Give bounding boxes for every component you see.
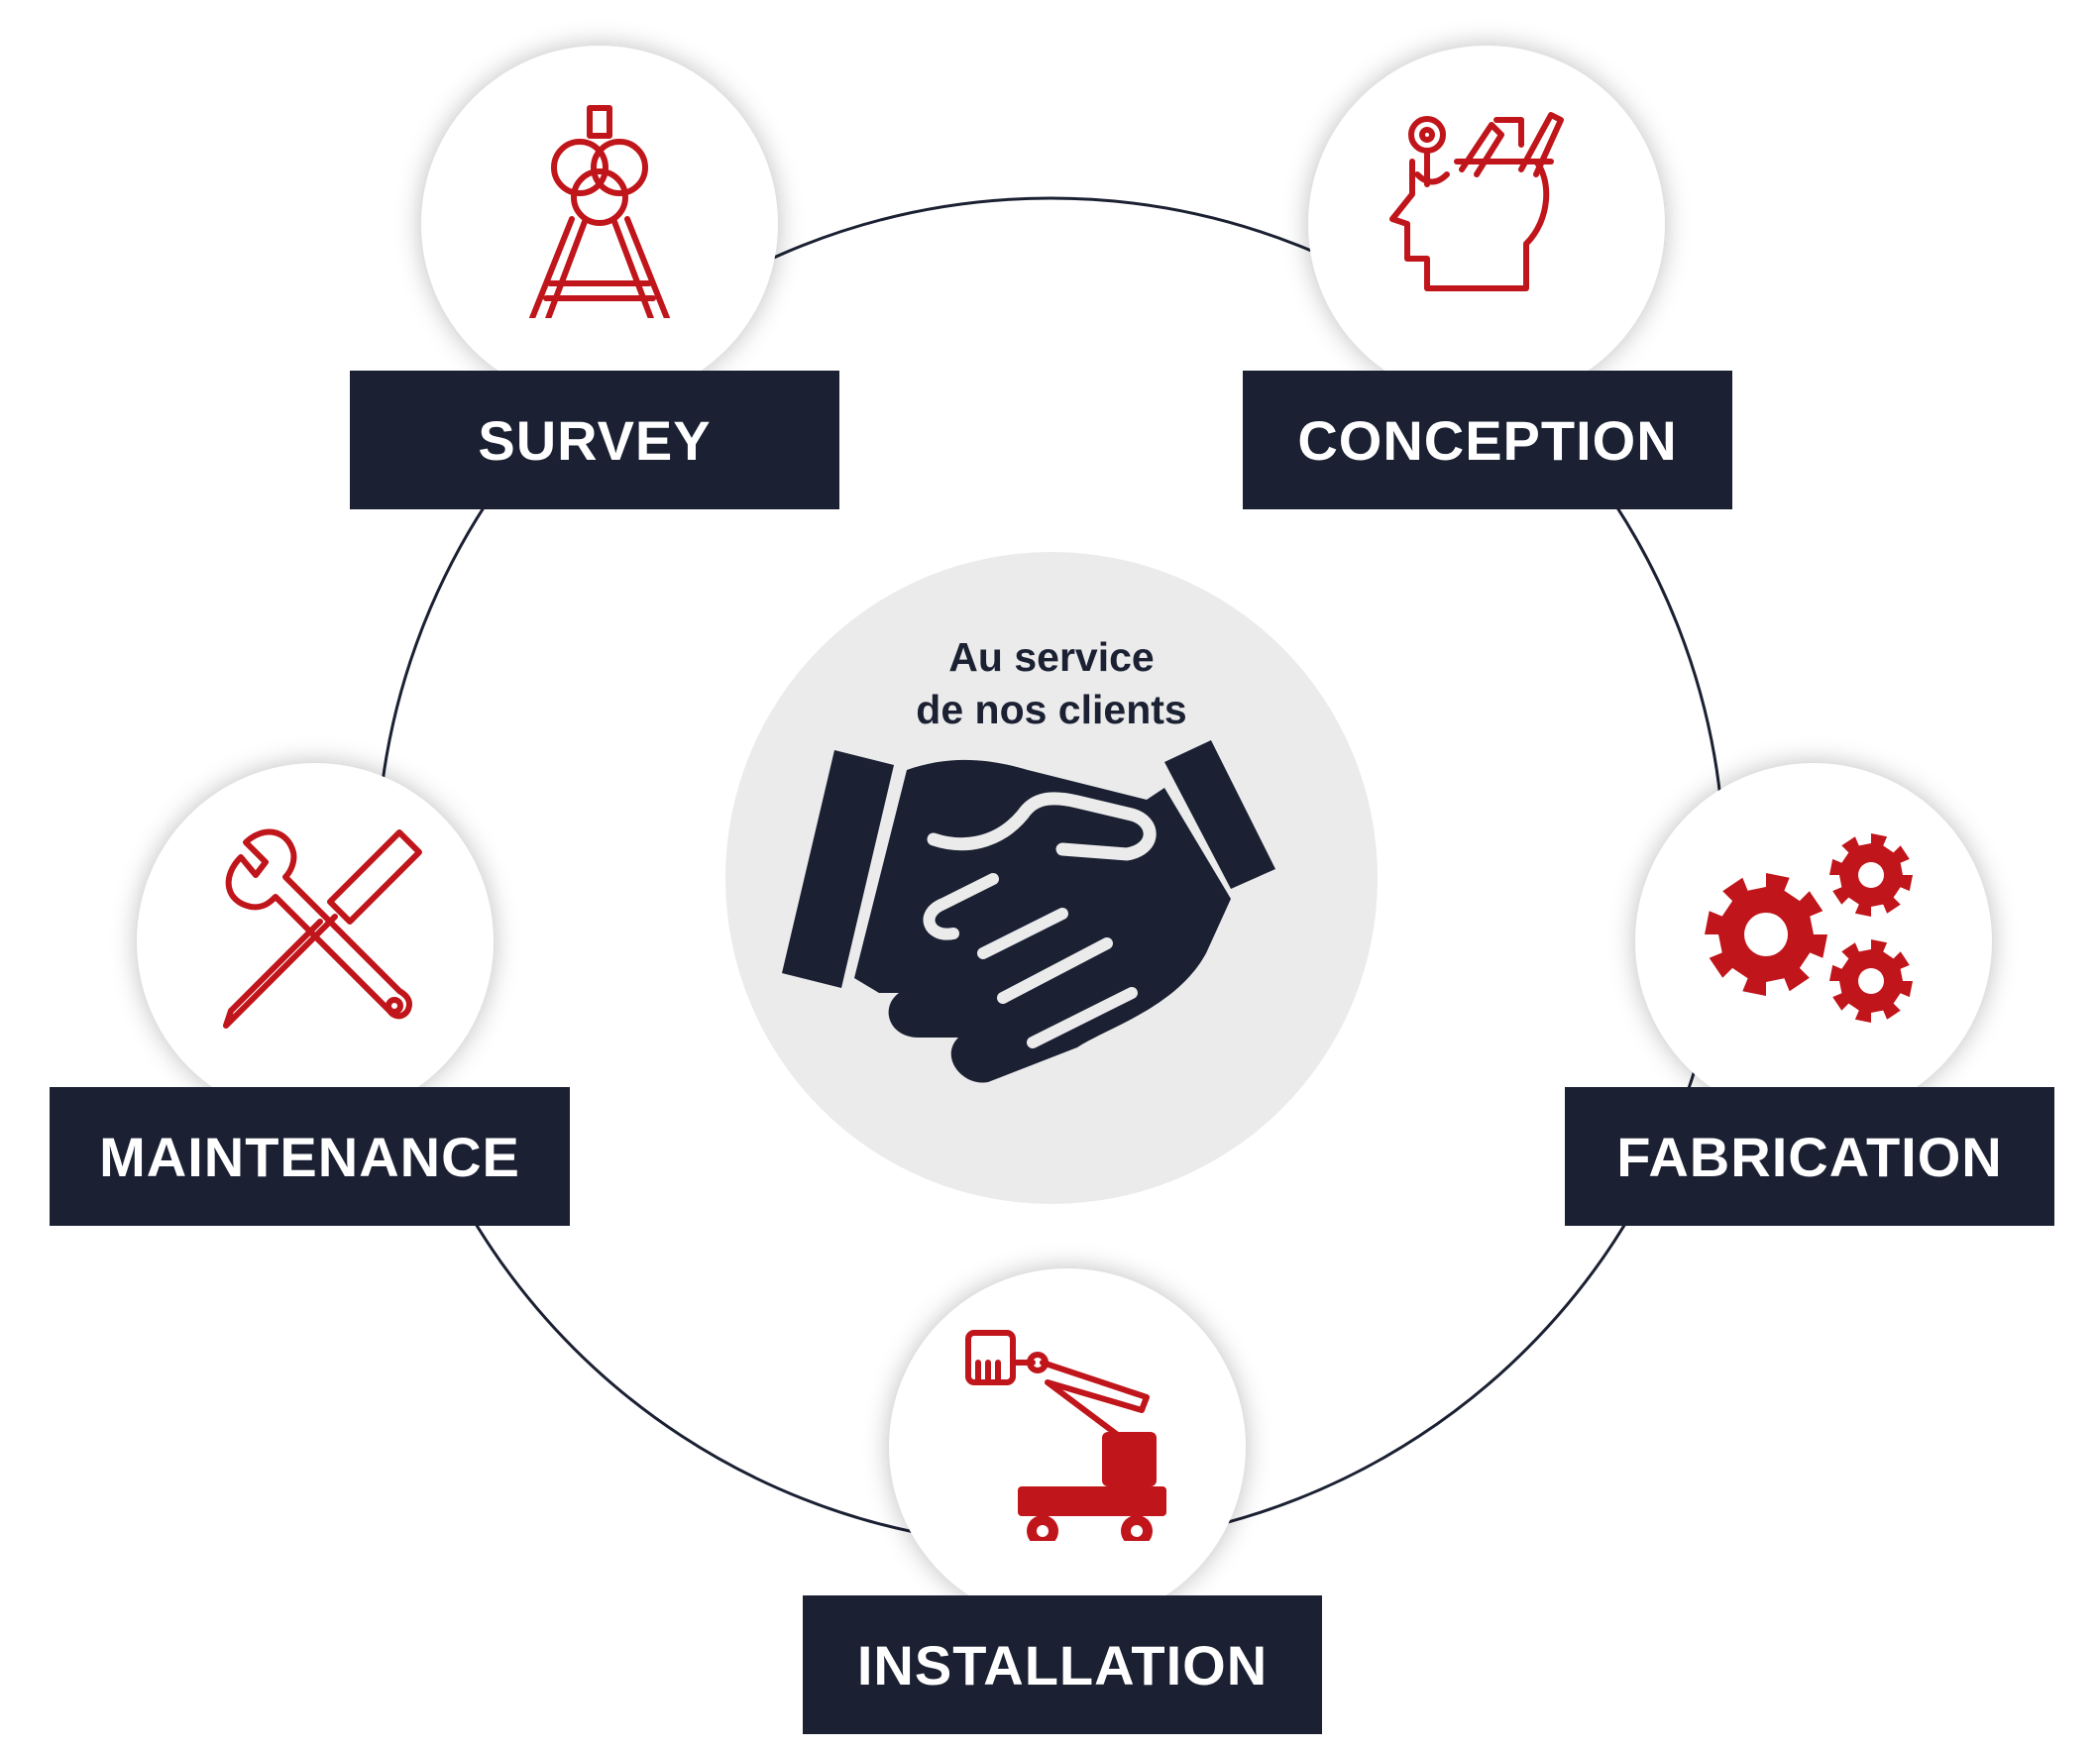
conception-node bbox=[1308, 46, 1665, 402]
fabrication-node bbox=[1635, 763, 1992, 1120]
center-caption-line2: de nos clients bbox=[916, 687, 1187, 732]
fabrication-label: FABRICATION bbox=[1565, 1087, 2054, 1226]
installation-label: INSTALLATION bbox=[803, 1595, 1322, 1734]
center-caption-line1: Au service bbox=[948, 634, 1155, 680]
center-circle: Au service de nos clients bbox=[725, 552, 1378, 1204]
wrench-screwdriver-icon bbox=[223, 828, 422, 1029]
center-caption: Au service de nos clients bbox=[725, 631, 1378, 736]
maintenance-node bbox=[137, 763, 494, 1120]
installation-node bbox=[889, 1268, 1246, 1625]
handshake-icon bbox=[782, 740, 1275, 1083]
survey-node bbox=[421, 46, 778, 402]
survey-label: SURVEY bbox=[350, 371, 839, 509]
conception-label: CONCEPTION bbox=[1243, 371, 1732, 509]
gears-icon bbox=[1705, 833, 1913, 1023]
compass-icon bbox=[528, 105, 671, 318]
head-ideas-icon bbox=[1389, 112, 1564, 291]
maintenance-label: MAINTENANCE bbox=[50, 1087, 570, 1226]
boom-lift-icon bbox=[965, 1330, 1166, 1541]
